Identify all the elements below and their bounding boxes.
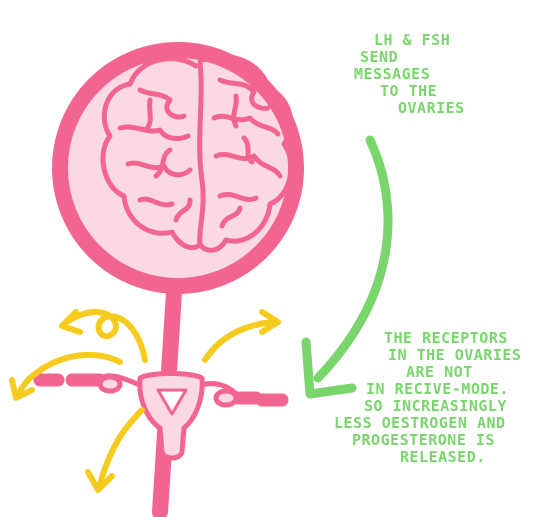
note-line: OVARIES (340, 100, 540, 117)
note-line: PROGESTERONE IS (330, 432, 555, 449)
note-line: IN THE OVARIES (330, 347, 555, 364)
uterus-icon (100, 374, 238, 459)
note-line: SEND (340, 49, 540, 66)
note-line: THE RECEPTORS (330, 330, 555, 347)
yellow-arrow-up-left (62, 312, 145, 360)
note-line: LESS OESTROGEN AND (330, 415, 555, 432)
yellow-arrow-up-right (205, 312, 278, 360)
note-line: ARE NOT (330, 364, 555, 381)
note-receptors: THE RECEPTORS IN THE OVARIES ARE NOT IN … (330, 330, 555, 466)
note-line: TO THE (340, 83, 540, 100)
note-line: RELEASED. (330, 449, 555, 466)
yellow-arrow-down (88, 410, 142, 490)
note-line: SO INCREASINGLY (330, 398, 555, 415)
note-lh-fsh: LH & FSH SEND MESSAGES TO THE OVARIES (340, 32, 540, 117)
note-line: MESSAGES (340, 66, 540, 83)
note-line: IN RECIVE-MODE. (330, 381, 555, 398)
note-line: LH & FSH (340, 32, 540, 49)
